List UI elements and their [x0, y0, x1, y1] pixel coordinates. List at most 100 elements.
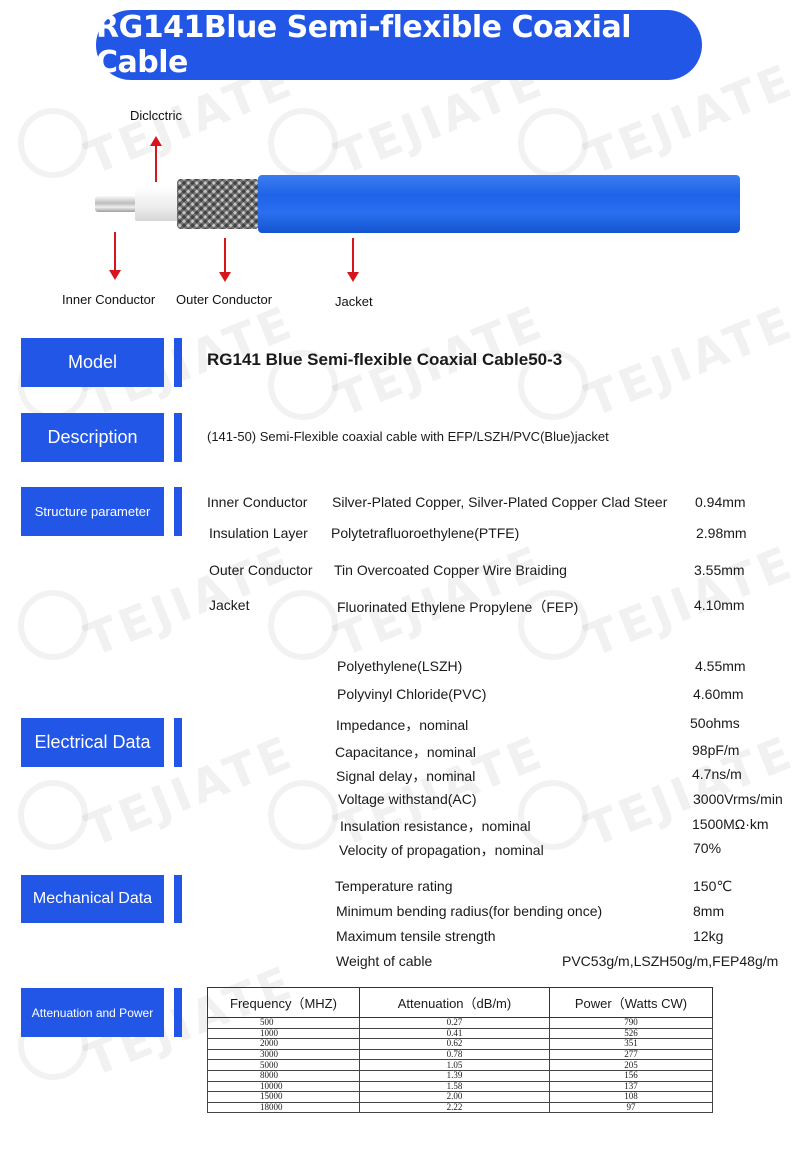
structure-row-name: Inner Conductor: [207, 494, 308, 510]
jacket-alt-material: Polyvinyl Chloride(PVC): [337, 686, 487, 702]
structure-section-label: Structure parameter: [21, 487, 164, 536]
attenuation-label: Attenuation and Power: [31, 1005, 154, 1020]
structure-row-name: Outer Conductor: [209, 562, 313, 578]
attenuation-table: Frequency（MHZ) Attenuation（dB/m) Power（W…: [207, 987, 713, 1114]
mechanical-row-name: Maximum tensile strength: [336, 928, 496, 944]
table-cell: 97: [549, 1101, 713, 1114]
table-cell: 0.41: [359, 1027, 550, 1040]
electrical-row-name: Capacitance，nominal: [335, 744, 476, 760]
mechanical-row-name: Weight of cable: [336, 953, 433, 969]
table-cell: 137: [549, 1080, 713, 1093]
electrical-row-value: 3000Vrms/min: [693, 791, 783, 807]
table-cell: 0.78: [359, 1048, 550, 1061]
description-section-label: Description: [21, 413, 164, 462]
table-row: 8000 1.39 156: [207, 1069, 713, 1082]
table-cell: 0.62: [359, 1038, 550, 1050]
table-row: 1000 0.41 526: [207, 1027, 713, 1040]
section-stub: [174, 487, 182, 536]
section-stub: [174, 988, 182, 1037]
structure-row-name: Jacket: [209, 597, 250, 613]
watermark-ring: [268, 590, 338, 660]
table-cell: 1.39: [359, 1069, 550, 1082]
table-cell: 156: [549, 1069, 713, 1082]
outer-conductor-braid-shape: [177, 179, 259, 229]
section-stub: [174, 718, 182, 767]
structure-row-value: 0.94mm: [695, 494, 746, 510]
structure-row-value: 3.55mm: [694, 562, 745, 578]
inner-conductor-arrow: [109, 232, 121, 280]
table-cell: 500: [207, 1017, 360, 1029]
table-cell: 3000: [207, 1048, 360, 1061]
table-row: 10000 1.58 137: [207, 1080, 713, 1093]
table-cell: 790: [549, 1017, 713, 1029]
inner-conductor-shape: [95, 196, 137, 212]
dielectric-label: Diclcctric: [130, 108, 182, 123]
jacket-shape: [258, 175, 740, 233]
structure-row-value: 4.10mm: [694, 597, 745, 613]
inner-conductor-label: Inner Conductor: [62, 292, 156, 307]
electrical-row-value: 50ohms: [690, 715, 740, 731]
electrical-row-value: 70%: [693, 840, 722, 856]
electrical-row-value: 1500MΩ·km: [692, 816, 769, 832]
structure-row-material: Fluorinated Ethylene Propylene（FEP): [337, 599, 579, 615]
electrical-label: Electrical Data: [34, 732, 151, 752]
column-header: Attenuation（dB/m): [359, 987, 550, 1018]
electrical-section-label: Electrical Data: [21, 718, 164, 767]
title-banner: RG141Blue Semi-flexible Coaxial Cable: [96, 10, 702, 80]
watermark-ring: [18, 590, 88, 660]
table-row: 3000 0.78 277: [207, 1048, 713, 1061]
structure-row-material: Tin Overcoated Copper Wire Braiding: [334, 562, 567, 578]
table-row: 2000 0.62 351: [207, 1038, 713, 1050]
page-title: RG141Blue Semi-flexible Coaxial Cable: [96, 10, 632, 80]
table-cell: 1000: [207, 1027, 360, 1040]
electrical-row-name: Impedance，nominal: [336, 717, 469, 733]
outer-conductor-arrow: [219, 238, 231, 282]
table-row: 500 0.27 790: [207, 1017, 713, 1029]
section-stub: [174, 338, 182, 387]
electrical-row-name: Insulation resistance，nominal: [340, 818, 531, 834]
table-cell: 15000: [207, 1091, 360, 1103]
model-label: Model: [67, 352, 118, 372]
table-cell: 526: [549, 1027, 713, 1040]
watermark-ring: [268, 108, 338, 178]
section-stub: [174, 875, 182, 923]
table-header-row: Frequency（MHZ) Attenuation（dB/m) Power（W…: [207, 987, 713, 1018]
mechanical-section-label: Mechanical Data: [21, 875, 164, 923]
column-header: Frequency（MHZ): [207, 987, 360, 1018]
table-cell: 1.05: [359, 1059, 550, 1071]
table-cell: 2.00: [359, 1091, 550, 1103]
table-cell: 108: [549, 1091, 713, 1103]
structure-row-material: Polytetrafluoroethylene(PTFE): [331, 525, 520, 541]
jacket-alt-material: Polyethylene(LSZH): [337, 658, 463, 674]
table-cell: 1.58: [359, 1080, 550, 1093]
model-section-label: Model: [21, 338, 164, 387]
watermark-ring: [18, 108, 88, 178]
mechanical-label: Mechanical Data: [32, 890, 153, 907]
description-value: (141-50) Semi-Flexible coaxial cable wit…: [207, 429, 609, 444]
table-cell: 2000: [207, 1038, 360, 1050]
table-cell: 10000: [207, 1080, 360, 1093]
electrical-row-name: Velocity of propagation，nominal: [339, 842, 544, 858]
jacket-label: Jacket: [335, 294, 373, 309]
structure-row-material: Silver-Plated Copper, Silver-Plated Copp…: [332, 494, 668, 510]
electrical-row-name: Signal delay，nominal: [336, 768, 476, 784]
cable-illustration: [90, 175, 740, 235]
table-row: 5000 1.05 205: [207, 1059, 713, 1071]
watermark-text: TEJIATE: [577, 534, 800, 668]
mechanical-row-name: Temperature rating: [335, 878, 453, 894]
table-row: 15000 2.00 108: [207, 1091, 713, 1103]
watermark-ring: [518, 108, 588, 178]
watermark-text: TEJIATE: [77, 534, 302, 668]
watermark-text: TEJIATE: [577, 294, 800, 428]
table-cell: 5000: [207, 1059, 360, 1071]
mechanical-row-value: 8mm: [693, 903, 725, 919]
description-label: Description: [47, 427, 138, 447]
table-cell: 205: [549, 1059, 713, 1071]
mechanical-row-value: 12kg: [693, 928, 724, 944]
jacket-arrow: [347, 238, 359, 282]
structure-row-value: 2.98mm: [696, 525, 747, 541]
section-stub: [174, 413, 182, 462]
mechanical-row-value: 150℃: [693, 878, 733, 894]
table-cell: 18000: [207, 1101, 360, 1114]
table-cell: 0.27: [359, 1017, 550, 1029]
